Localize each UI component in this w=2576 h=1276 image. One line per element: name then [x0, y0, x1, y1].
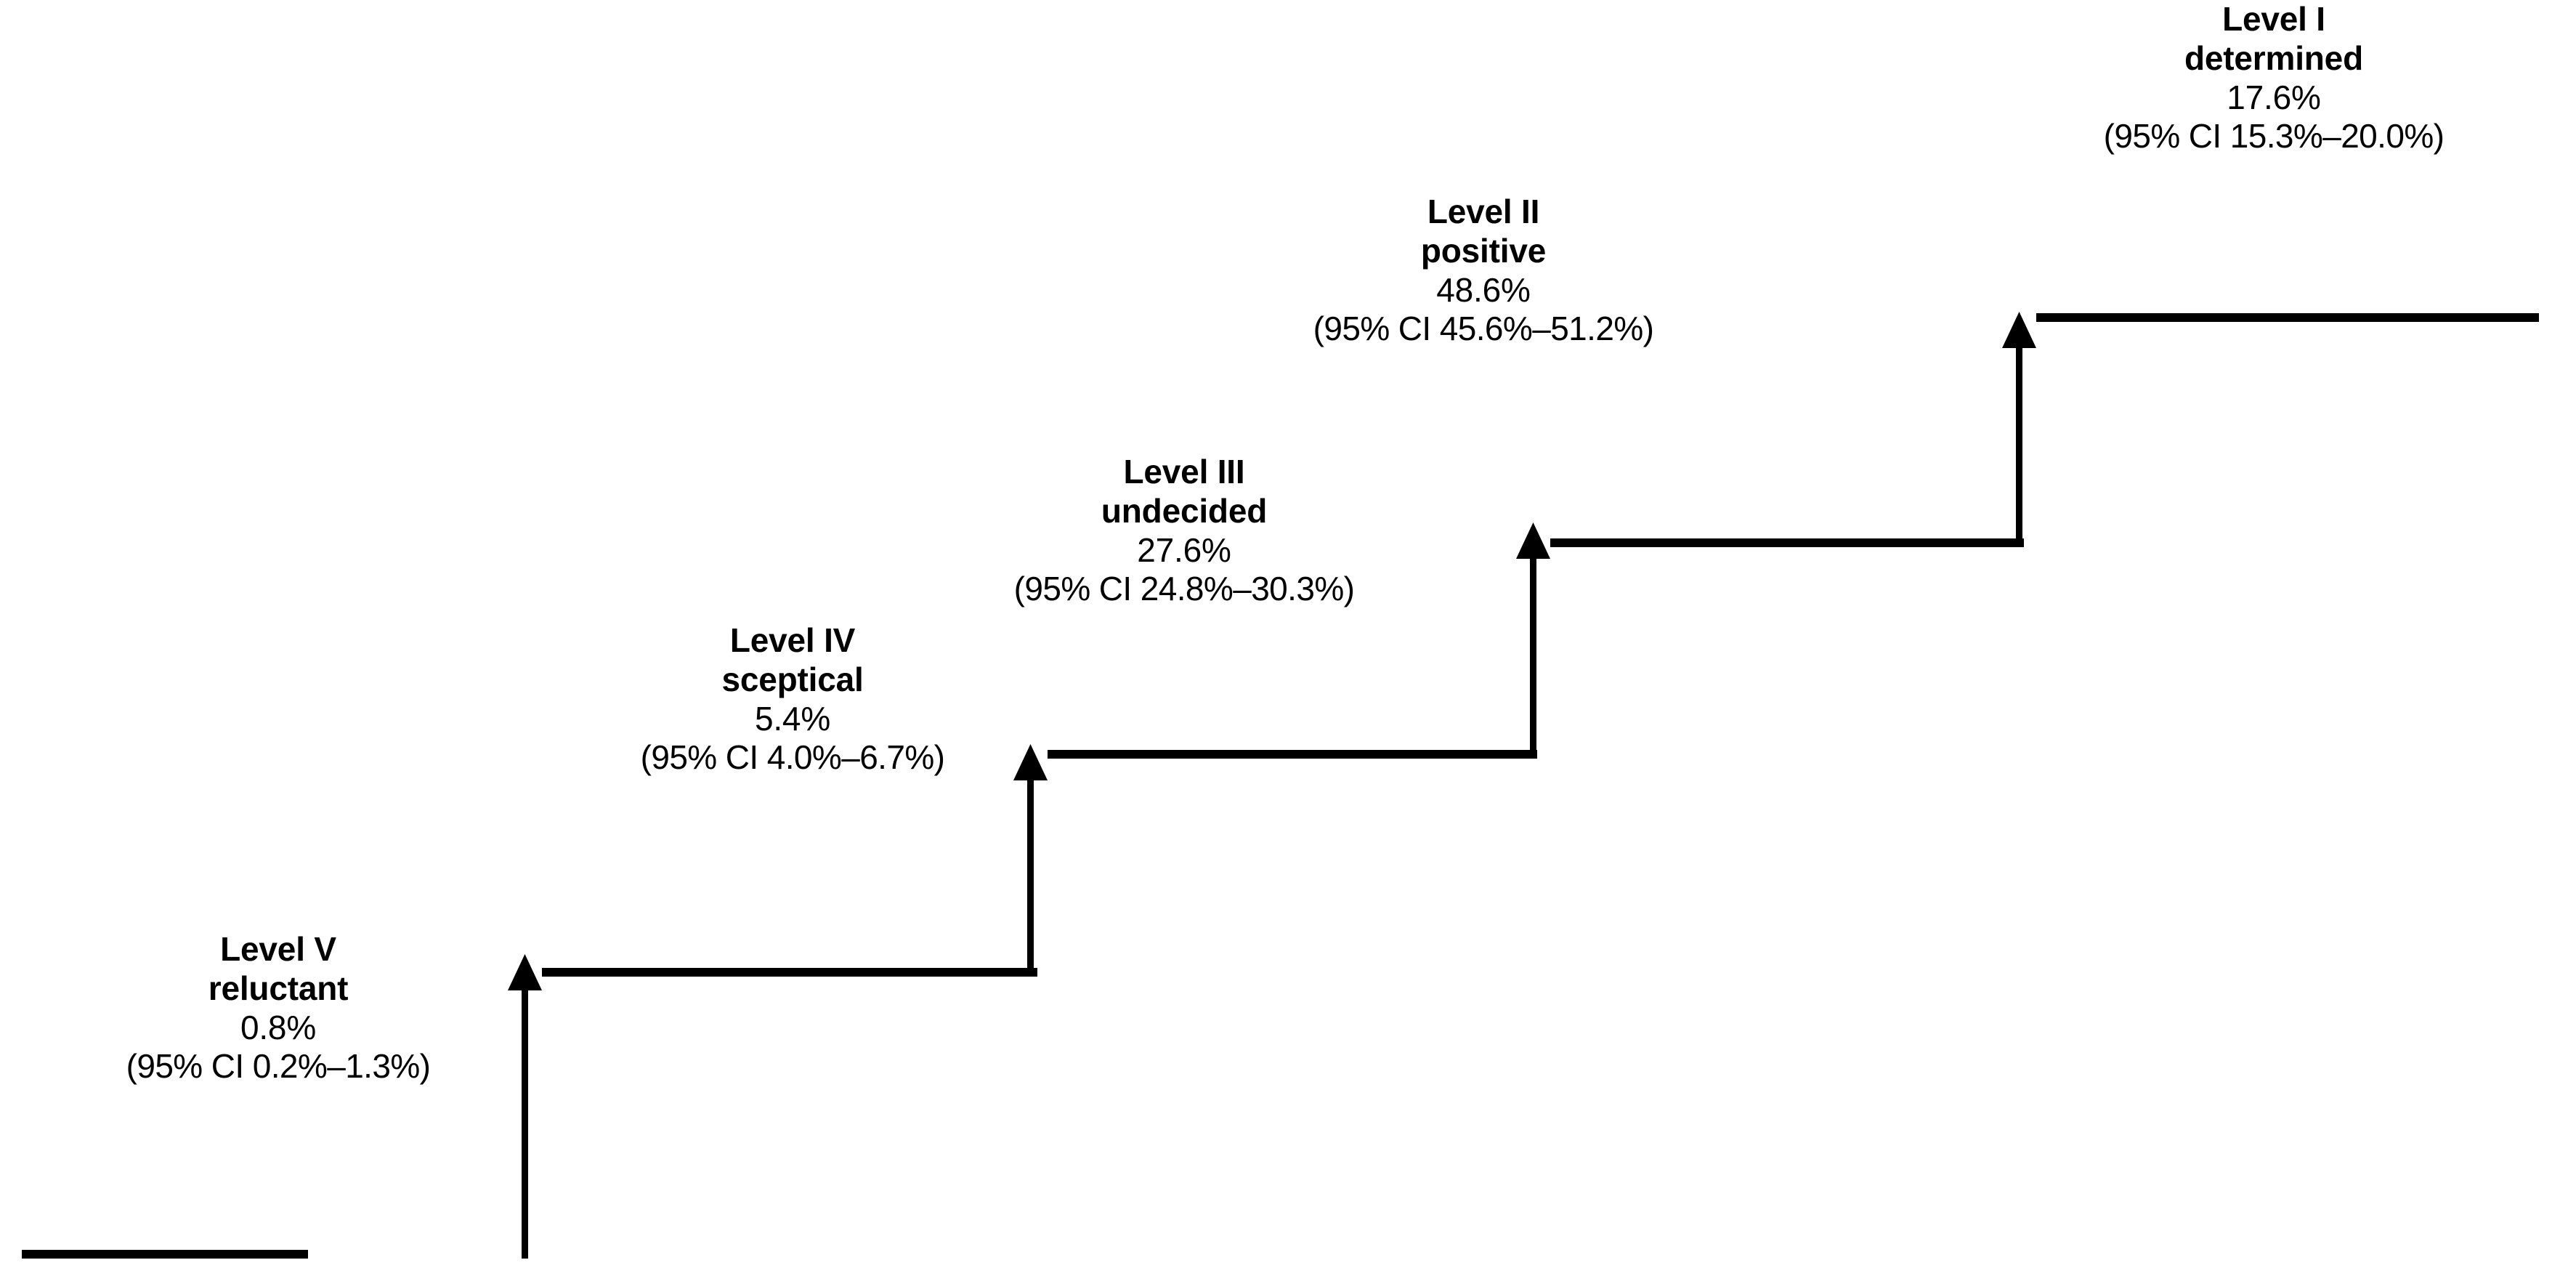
step-label-level-v: Level V reluctant 0.8% (95% CI 0.2%–1.3%…	[24, 930, 532, 1086]
level-iii-subtitle: undecided	[1101, 491, 1268, 530]
arrowhead-to-level-iii	[1013, 744, 1048, 780]
level-iv-value: 5.4%	[754, 699, 831, 738]
level-i-value: 17.6%	[2227, 78, 2321, 116]
step-label-level-i: Level I determined 17.6% (95% CI 15.3%–2…	[2020, 0, 2528, 156]
tread-level-v	[22, 1250, 308, 1259]
level-ii-ci: (95% CI 45.6%–51.2%)	[1313, 310, 1654, 348]
arrowhead-to-level-iv	[508, 954, 542, 990]
level-ii-subtitle: positive	[1420, 231, 1547, 270]
riser-iii-to-ii	[1530, 557, 1536, 759]
tread-level-ii	[1550, 538, 2024, 547]
tread-level-i	[2036, 313, 2539, 322]
level-ii-title: Level II	[1427, 193, 1540, 230]
step-label-level-iv: Level IV sceptical 5.4% (95% CI 4.0%–6.7…	[538, 621, 1047, 778]
level-iii-value: 27.6%	[1137, 530, 1231, 569]
level-v-ci: (95% CI 0.2%–1.3%)	[126, 1047, 431, 1086]
level-iii-ci: (95% CI 24.8%–30.3%)	[1013, 570, 1355, 608]
arrowhead-to-level-i	[2002, 312, 2036, 348]
level-i-ci: (95% CI 15.3%–20.0%)	[2103, 117, 2445, 156]
level-iv-subtitle: sceptical	[721, 660, 864, 698]
level-i-title: Level I	[2222, 0, 2325, 38]
step-label-level-ii: Level II positive 48.6% (95% CI 45.6%–51…	[1229, 193, 1738, 349]
level-iv-title: Level IV	[729, 621, 856, 659]
level-v-title: Level V	[220, 930, 336, 968]
level-ii-value: 48.6%	[1436, 270, 1531, 309]
riser-v-to-iv	[522, 988, 528, 1259]
riser-iv-to-iii	[1027, 778, 1034, 977]
level-iv-ci: (95% CI 4.0%–6.7%)	[640, 738, 945, 777]
tread-level-iii	[1048, 750, 1537, 759]
level-iii-title: Level III	[1123, 453, 1245, 490]
tread-level-iv	[542, 968, 1037, 977]
level-i-subtitle: determined	[2184, 39, 2363, 77]
level-v-subtitle: reluctant	[208, 969, 349, 1007]
step-label-level-iii: Level III undecided 27.6% (95% CI 24.8%–…	[930, 453, 1438, 609]
riser-ii-to-i	[2016, 346, 2022, 547]
level-v-value: 0.8%	[240, 1008, 317, 1046]
arrowhead-to-level-ii	[1516, 522, 1550, 559]
